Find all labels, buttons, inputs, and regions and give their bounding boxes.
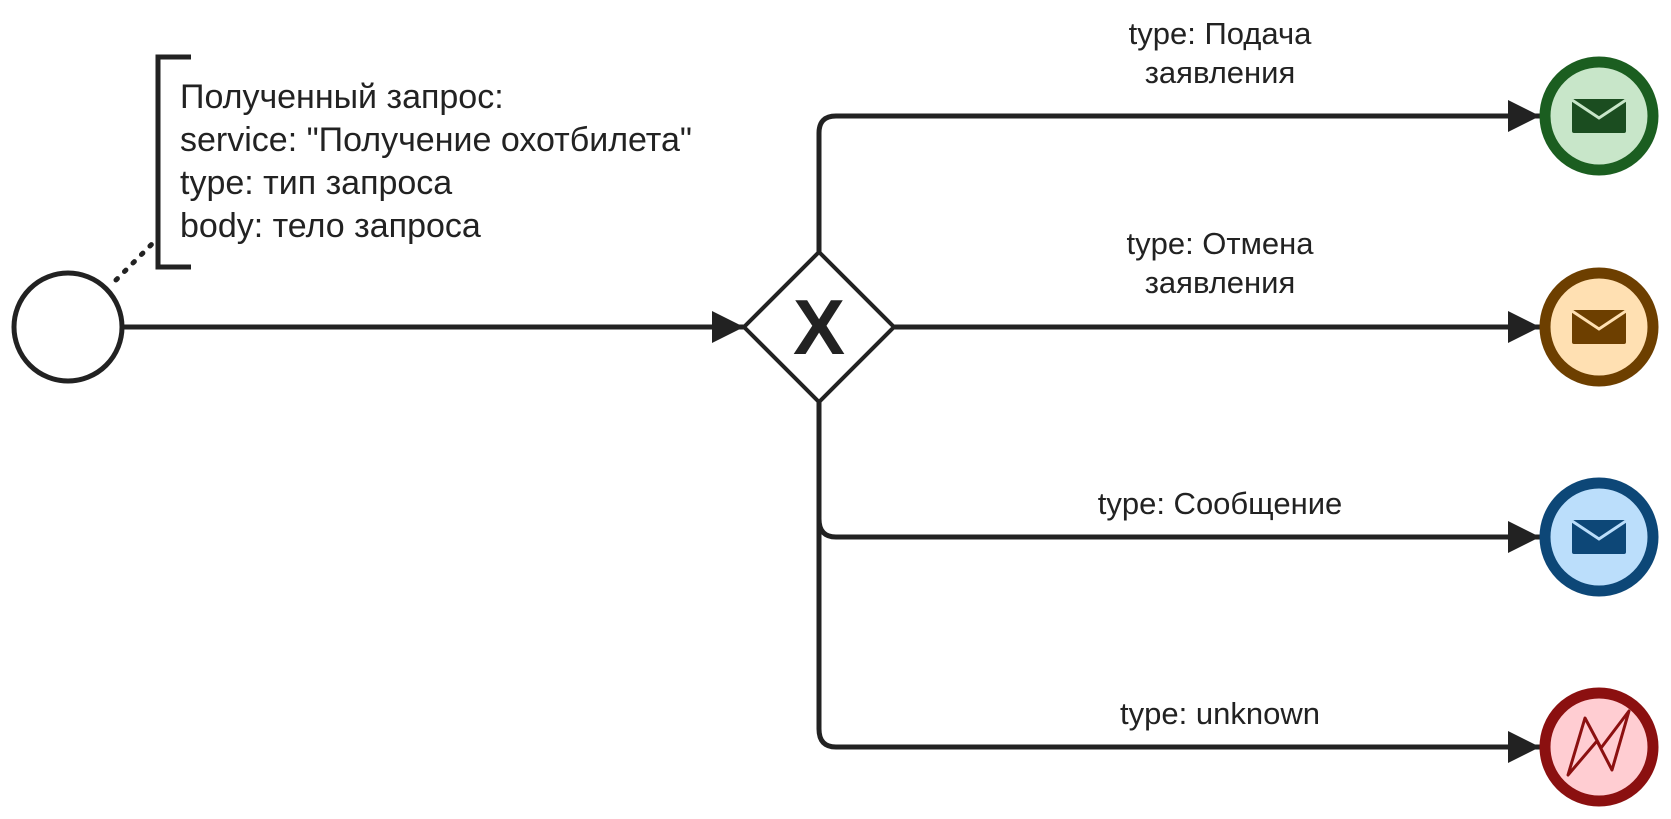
annotation-line: type: тип запроса bbox=[180, 164, 453, 202]
association-line bbox=[113, 241, 155, 283]
sequence-flow-4[interactable] bbox=[816, 402, 1540, 763]
gateway-marker: X bbox=[793, 283, 845, 371]
flow-label-line: type: unknown bbox=[1120, 696, 1320, 731]
flow-label-line: заявления bbox=[1144, 265, 1296, 300]
flow-label-line: type: Сообщение bbox=[1097, 486, 1343, 521]
flow-label-line: type: Подача bbox=[1128, 16, 1312, 51]
start-event[interactable] bbox=[11, 270, 125, 384]
flow-label-line: заявления bbox=[1144, 55, 1296, 90]
flow-label-2: type: Отмена заявления bbox=[1060, 224, 1380, 302]
annotation-line: body: тело запроса bbox=[180, 207, 481, 245]
sequence-flow-1[interactable] bbox=[816, 100, 1540, 252]
envelope-icon bbox=[1571, 98, 1627, 133]
annotation-line: Полученный запрос: bbox=[180, 78, 504, 116]
annotation-bracket bbox=[155, 54, 191, 270]
flow-label-line: type: Отмена bbox=[1126, 226, 1314, 261]
flow-label-3: type: Сообщение bbox=[1060, 484, 1380, 523]
flow-label-1: type: Подача заявления bbox=[1060, 14, 1380, 92]
end-event-4[interactable] bbox=[1539, 687, 1659, 807]
end-event-3[interactable] bbox=[1539, 477, 1659, 597]
envelope-icon bbox=[1571, 309, 1627, 344]
envelope-icon bbox=[1571, 519, 1627, 554]
flow-label-4: type: unknown bbox=[1060, 694, 1380, 733]
exclusive-gateway[interactable]: X bbox=[741, 249, 897, 405]
end-event-2[interactable] bbox=[1539, 267, 1659, 387]
lightning-icon bbox=[1566, 709, 1631, 777]
annotation-line: service: "Получение охотбилета" bbox=[180, 121, 692, 159]
text-annotation: Полученный запрос: service: "Получение о… bbox=[180, 76, 692, 248]
end-event-1[interactable] bbox=[1539, 56, 1659, 176]
